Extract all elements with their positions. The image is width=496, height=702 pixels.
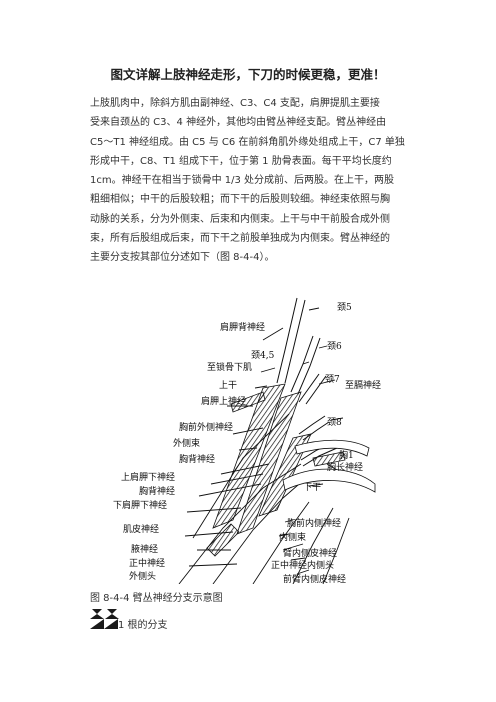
paragraph-line: 形成中干，C8、T1 组成下干，位于第 1 肋骨表面。每干平均长度约	[90, 155, 392, 167]
diamond-marker-icon	[90, 609, 119, 619]
label-upper-subscapular: 上肩胛下神经	[121, 471, 175, 483]
label-lateral-pectoral: 胸前外侧神经	[179, 421, 233, 433]
paragraph-line: 受来自颈丛的 C3、4 神经外，其他均由臂丛神经支配。臂丛神经由	[90, 117, 387, 129]
paragraph-line: 粗细相似；中干的后股较粗；而下干的后股则较细。神经束依照与胸	[90, 194, 390, 206]
nerve-roots	[276, 297, 338, 467]
label-upper-trunk: 上干	[219, 380, 237, 391]
label-phrenic: 至膈神经	[345, 379, 381, 391]
label-medial-antebrachial-cutaneous: 前臂内侧皮神经	[283, 573, 346, 584]
label-c45: 颈4,5	[251, 350, 275, 361]
label-suprascapular: 肩胛上神经	[201, 395, 246, 407]
label-c5: 颈5	[337, 302, 352, 313]
label-axillary: 腋神经	[131, 543, 158, 555]
label-long-thoracic: 胸长神经	[327, 461, 363, 473]
label-thoracodorsal-2: 胸背神经	[139, 485, 175, 497]
label-thoracodorsal: 胸背神经	[179, 453, 215, 465]
label-medial-brachial-cutaneous: 臂内侧皮神经	[283, 547, 337, 559]
paragraph-line: 主要分支按其部位分述如下（图 8-4-4）。	[90, 252, 275, 264]
label-c6: 颈6	[327, 341, 342, 352]
paragraph-line: 动脉的关系，分为外侧束、后束和内侧束。上干与中干前股合成外侧	[90, 213, 390, 225]
label-median: 正中神经	[129, 557, 165, 569]
figure-caption: 图 8-4-4 臂丛神经分支示意图	[90, 593, 223, 604]
paragraph-line: 1cm。神经干在相当于锁骨中 1/3 处分成前、后两股。在上干，两股	[90, 175, 395, 187]
label-musculocutaneous: 肌皮神经	[123, 523, 159, 535]
label-c7: 颈7	[325, 374, 340, 385]
branch-lines	[178, 307, 350, 584]
label-lower-trunk: 下干	[303, 482, 321, 493]
section-heading: 1 根的分支	[90, 616, 168, 631]
article-title: 图文详解上肢神经走形，下刀的时候更稳，更准！	[110, 67, 386, 82]
label-c8: 颈8	[327, 417, 342, 428]
brachial-plexus-figure: 颈5 肩胛背神经 颈4,5 颈6 至锁骨下肌 颈7 上干 至膈神经 肩胛上神经 …	[113, 288, 385, 584]
label-median-medial-head: 正中神经内侧头	[271, 559, 334, 571]
paragraph-line: C5～T1 神经组成。由 C5 与 C6 在前斜角肌外缘处组成上干，C7 单独	[90, 136, 405, 148]
label-medial-pectoral: 胸前内侧神经	[287, 517, 341, 529]
triangle-bullet-icon	[90, 618, 118, 629]
paragraph-line: 上肢肌肉中，除斜方肌由副神经、C3、C4 支配，肩胛提肌主要接	[90, 98, 380, 109]
label-t1: 胸1	[339, 449, 354, 461]
brachial-plexus-diagram: 颈5 肩胛背神经 颈4,5 颈6 至锁骨下肌 颈7 上干 至膈神经 肩胛上神经 …	[113, 297, 381, 584]
decorative-markers	[90, 604, 120, 619]
label-lower-subscapular: 下肩胛下神经	[113, 499, 167, 511]
section-heading-text: 1 根的分支	[118, 620, 168, 631]
label-lateral-head: 外侧头	[129, 570, 156, 582]
label-medial-cord: 内侧束	[279, 531, 306, 543]
vessel-shapes	[282, 439, 376, 493]
label-subclavius: 至锁骨下肌	[207, 361, 252, 373]
paragraph-line: 束，所有后股组成后束，而下干之前股单独成为内侧束。臂丛神经的	[90, 233, 390, 245]
label-dorsal-scapular: 肩胛背神经	[220, 321, 265, 333]
article-paragraph: 上肢肌肉中，除斜方肌由副神经、C3、C4 支配，肩胛提肌主要接 受来自颈丛的 C…	[90, 94, 408, 268]
label-lateral-cord: 外侧束	[173, 437, 200, 449]
